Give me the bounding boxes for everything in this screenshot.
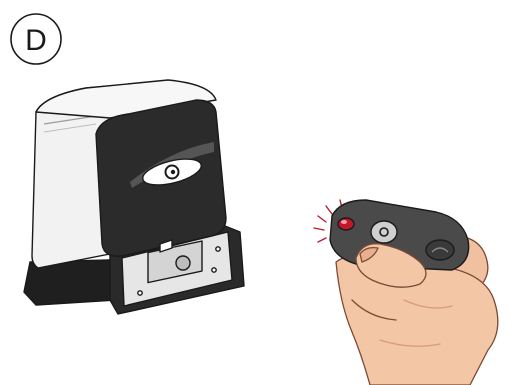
step-badge: D bbox=[11, 14, 61, 64]
step-letter: D bbox=[25, 24, 47, 57]
gate-motor-icon bbox=[24, 80, 244, 314]
